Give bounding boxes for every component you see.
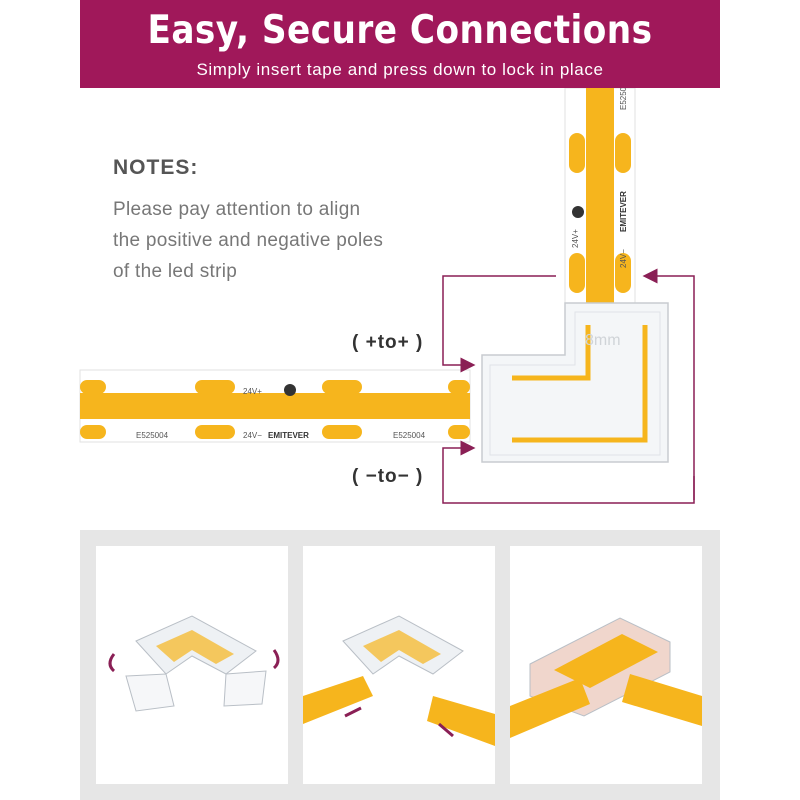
open-connector-illustration — [108, 615, 280, 712]
vertical-led-strip: 24V+ 24V− EMITEVER E525004 — [564, 88, 636, 304]
notes-heading: NOTES: — [113, 156, 199, 179]
step-card-press-lock — [510, 546, 702, 784]
strip-positive-label: 24V+ — [571, 229, 580, 248]
horizontal-led-strip: 24V+ 24V− EMITEVER E525004 E525004 — [79, 369, 471, 443]
strip-h-brand-label: EMITEVER — [268, 431, 309, 440]
positive-bracket-arrow — [442, 275, 556, 373]
strip-h-model-label-2: E525004 — [393, 431, 426, 440]
strip-brand-label: EMITEVER — [619, 191, 628, 232]
header-banner: Easy, Secure Connections Simply insert t… — [80, 0, 720, 88]
insert-strip-illustration — [303, 615, 495, 746]
page-title: Easy, Secure Connections — [147, 8, 653, 53]
notes-section: NOTES: Please pay attention to align the… — [113, 156, 443, 287]
positive-pole-label: ( +to+ ) — [352, 332, 424, 353]
negative-bracket-arrow — [442, 440, 695, 504]
positive-arrow — [642, 268, 695, 500]
strip-h-negative-label: 24V− — [243, 431, 262, 440]
negative-pole-label: ( −to− ) — [352, 466, 424, 487]
page-subtitle: Simply insert tape and press down to loc… — [196, 60, 604, 79]
notes-line: Please pay attention to align — [113, 199, 361, 220]
notes-line: of the led strip — [113, 261, 238, 282]
strip-h-model-label-1: E525004 — [136, 431, 169, 440]
step-card-insert-strip — [303, 546, 495, 784]
strip-negative-label: 24V− — [619, 249, 628, 268]
notes-line: the positive and negative poles — [113, 230, 384, 251]
l-connector: 8mm — [481, 302, 669, 463]
strip-h-positive-label: 24V+ — [243, 387, 262, 396]
press-lock-illustration — [510, 617, 702, 738]
steps-panel — [80, 530, 720, 800]
connection-diagram: 24V+ 24V− EMITEVER E525004 24V+ 24V− EMI… — [79, 88, 695, 504]
step-card-open-connector — [96, 546, 288, 784]
strip-model-label: E525004 — [619, 88, 628, 110]
connector-width-label: 8mm — [585, 332, 621, 349]
notes-body: Please pay attention to align the positi… — [113, 194, 443, 287]
